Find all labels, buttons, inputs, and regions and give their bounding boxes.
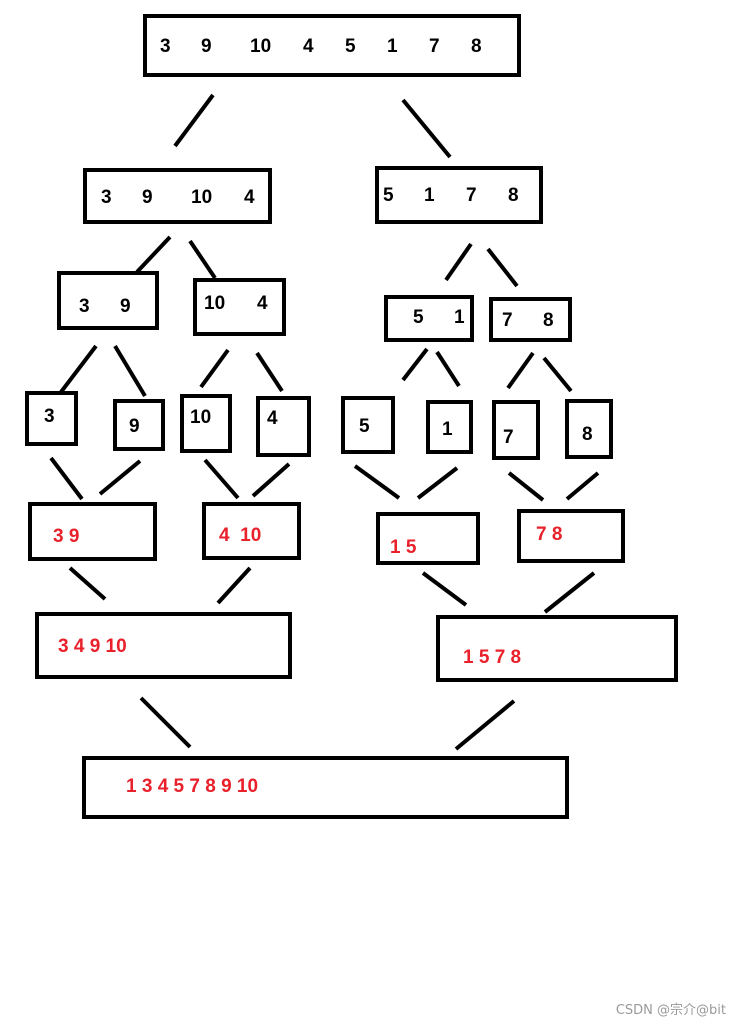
connector-pair-7-8-half xyxy=(543,571,596,614)
leaf-value: 10 xyxy=(190,407,211,428)
connector-left-pair-3-9 xyxy=(135,235,172,274)
merged-pair-4-10-box: 4 10 xyxy=(202,502,301,560)
connector-pair-3-9-half xyxy=(68,566,107,601)
connector-pair-leaf-9 xyxy=(113,344,147,398)
merged-right-half-box: 1 5 7 8 xyxy=(436,615,678,682)
connector-right-pair-7-8 xyxy=(486,247,519,288)
connector-pair-leaf-8 xyxy=(542,356,573,393)
leaf-3-box: 3 xyxy=(25,391,78,446)
leaf-8-box: 8 xyxy=(565,399,613,459)
merged-left-half-box: 3 4 9 10 xyxy=(35,612,292,679)
connector-leaf-7-merge xyxy=(507,471,545,502)
connector-left-pair-10-4 xyxy=(188,239,217,280)
root-value: 1 xyxy=(387,36,398,57)
connector-leaf-10-merge xyxy=(203,458,240,500)
pair-value: 9 xyxy=(120,296,131,317)
merged-pair-3-9-box: 3 9 xyxy=(28,502,157,561)
pair-value: 10 xyxy=(204,293,225,314)
leaf-value: 9 xyxy=(129,416,140,437)
connector-leaf-3-merge xyxy=(49,456,84,501)
pair-value: 3 xyxy=(79,296,90,317)
connector-pair-4-10-half xyxy=(216,566,252,605)
root-value: 5 xyxy=(345,36,356,57)
leaf-10-box: 10 xyxy=(180,394,232,453)
connector-leaf-9-merge xyxy=(98,459,142,496)
leaf-9-box: 9 xyxy=(113,399,165,451)
leaf-value: 7 xyxy=(503,427,514,448)
connector-pair-leaf-7 xyxy=(506,351,535,390)
connector-pair-leaf-1 xyxy=(435,350,461,388)
left-half-value: 10 xyxy=(191,187,212,208)
left-half-value: 4 xyxy=(244,187,255,208)
root-value: 7 xyxy=(429,36,440,57)
left-half-split-box: 3 9 10 4 xyxy=(83,168,272,224)
connector-root-left xyxy=(173,93,215,148)
pair-value: 8 xyxy=(543,310,554,331)
leaf-5-box: 5 xyxy=(341,396,395,454)
connector-left-half-result xyxy=(139,696,192,749)
connector-pair-leaf-10 xyxy=(199,348,230,389)
connector-root-right xyxy=(401,98,452,159)
pair-value: 4 xyxy=(257,293,268,314)
pair-7-8-box: 7 8 xyxy=(489,297,572,342)
pair-10-4-box: 10 4 xyxy=(193,278,286,336)
leaf-value: 8 xyxy=(582,424,593,445)
pair-value: 7 xyxy=(502,310,513,331)
connector-leaf-4-merge xyxy=(251,462,291,498)
final-sorted-value: 1 3 4 5 7 8 9 10 xyxy=(126,776,258,797)
connector-pair-leaf-3 xyxy=(59,344,98,394)
connector-lines xyxy=(49,93,600,751)
final-sorted-array-box: 1 3 4 5 7 8 9 10 xyxy=(82,756,569,819)
merged-pair-1-5-box: 1 5 xyxy=(376,512,480,565)
pair-5-1-box: 5 1 xyxy=(384,295,474,342)
root-value: 9 xyxy=(201,36,212,57)
leaf-value: 4 xyxy=(267,408,278,429)
leaf-4-box: 4 xyxy=(256,396,311,457)
pair-3-9-box: 3 9 xyxy=(57,271,159,330)
merged-pair-value: 7 8 xyxy=(536,524,562,545)
right-half-split-box: 5 1 7 8 xyxy=(375,166,543,224)
merged-half-value: 1 5 7 8 xyxy=(463,647,521,668)
leaf-7-box: 7 xyxy=(492,400,540,460)
merged-pair-value: 4 10 xyxy=(219,525,261,546)
pair-value: 5 xyxy=(413,307,424,328)
root-value: 3 xyxy=(160,36,171,57)
root-value: 8 xyxy=(471,36,482,57)
right-half-value: 8 xyxy=(508,185,519,206)
connector-leaf-1-merge xyxy=(416,466,459,500)
connector-pair-leaf-4 xyxy=(255,351,284,393)
root-value: 10 xyxy=(250,36,271,57)
right-half-value: 5 xyxy=(383,185,394,206)
merged-pair-7-8-box: 7 8 xyxy=(517,509,625,563)
leaf-value: 1 xyxy=(442,419,453,440)
root-array-box: 3 9 10 4 5 1 7 8 xyxy=(143,14,521,77)
merged-half-value: 3 4 9 10 xyxy=(58,636,127,657)
connector-pair-1-5-half xyxy=(421,571,468,607)
connector-leaf-5-merge xyxy=(353,464,401,500)
leaf-1-box: 1 xyxy=(426,400,473,454)
leaf-value: 3 xyxy=(44,406,55,427)
right-half-value: 1 xyxy=(424,185,435,206)
connector-right-half-result xyxy=(454,699,516,751)
right-half-value: 7 xyxy=(466,185,477,206)
connector-pair-leaf-5 xyxy=(401,347,429,382)
watermark: CSDN @宗介@bit xyxy=(615,1003,726,1018)
connector-right-pair-5-1 xyxy=(444,242,473,282)
left-half-value: 3 xyxy=(101,187,112,208)
pair-value: 1 xyxy=(454,307,465,328)
connector-leaf-8-merge xyxy=(565,471,600,501)
left-half-value: 9 xyxy=(142,187,153,208)
merged-pair-value: 1 5 xyxy=(390,537,417,558)
leaf-value: 5 xyxy=(359,416,370,437)
merged-pair-value: 3 9 xyxy=(53,526,79,547)
root-value: 4 xyxy=(303,36,314,57)
